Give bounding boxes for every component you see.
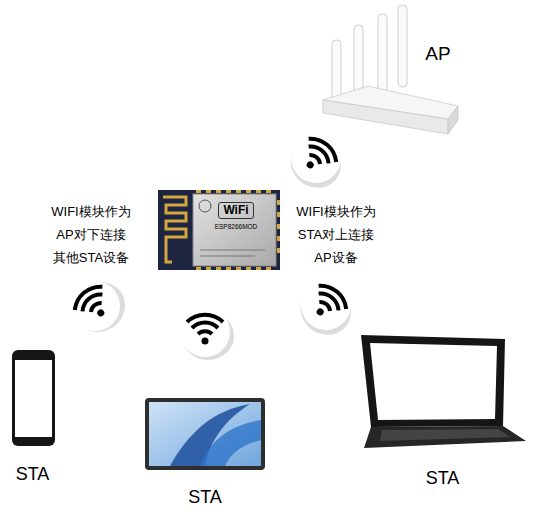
wifi-module-illustration [158, 190, 280, 270]
wifi-module-illustration [193, 194, 276, 266]
device-label: STA [426, 467, 460, 490]
wifi-signal-icon [202, 338, 209, 345]
device-label: STA [16, 463, 50, 486]
wifi-module-illustration [206, 190, 211, 193]
station-laptop: STA [355, 330, 530, 490]
wifi-signal-icon [309, 153, 322, 164]
wifi-module-illustration [196, 190, 201, 193]
wifi-module-illustration [277, 200, 280, 205]
phone-illustration [15, 360, 52, 437]
wifi-module-illustration [216, 267, 221, 270]
router-illustration [378, 14, 387, 92]
wifi-module-illustration [216, 190, 221, 193]
wifi-module-illustration [266, 190, 271, 193]
wifi-module: WiFiESP8266MOD [158, 190, 280, 270]
tablet-illustration [149, 402, 261, 466]
wifi-module-illustration [246, 267, 251, 270]
wifi-module-illustration [256, 267, 261, 270]
router-illustration [323, 100, 448, 134]
wifi-signal-icon [291, 270, 361, 340]
node-text-group: WiFiESP8266MOD [198, 202, 274, 231]
wifi-module-illustration [236, 190, 241, 193]
node-text-group: STA [5, 463, 60, 486]
wifi-module-illustration [226, 267, 231, 270]
router-illustration [323, 5, 458, 134]
wifi-module-illustration [199, 200, 211, 212]
router-illustration [354, 25, 363, 95]
wifi-module-illustration [236, 267, 241, 270]
tablet-illustration [145, 398, 265, 470]
wifi-module-illustration [256, 190, 261, 193]
tablet-illustration [145, 398, 265, 470]
wifi-signal-icon [192, 322, 218, 328]
laptop-illustration [370, 343, 497, 420]
wifi-module-illustration [246, 190, 251, 193]
wifi-signal-icon [180, 307, 230, 357]
wifi-signal-icon [180, 307, 234, 360]
wifi-signal-icon [305, 160, 315, 170]
router-illustration [448, 106, 458, 134]
wifi-signal-icon [279, 123, 354, 198]
module-model: ESP8266MOD [215, 223, 258, 231]
wifi-module-illustration [200, 256, 255, 257]
phone-illustration [12, 350, 55, 446]
wifi-signal-icon [319, 280, 351, 309]
module-logo: WiFi [218, 202, 253, 219]
wifi-module-illustration [196, 267, 201, 270]
access-point-router: AP [318, 0, 463, 140]
laptop-illustration [361, 335, 505, 427]
station-tablet: STA [140, 395, 270, 510]
wifi-signal-icon [198, 331, 212, 334]
device-label: AP [425, 42, 450, 66]
laptop-illustration [380, 429, 510, 441]
wifi-signal-icon [319, 300, 332, 311]
role-note: WIFI模块作为 AP对下连接 其他STA设备 [30, 200, 152, 269]
node-text-group: STA [355, 467, 530, 490]
wifi-module-illustration [200, 250, 265, 251]
laptop-illustration [364, 426, 526, 448]
tablet-illustration [200, 420, 261, 466]
phone-illustration [12, 350, 55, 446]
laptop-illustration [361, 335, 526, 448]
wifi-signal-icon [96, 308, 106, 318]
node-text-group: STA [140, 486, 270, 509]
wifi-module-illustration [266, 267, 271, 270]
wifi-signal-icon [60, 271, 130, 341]
wifi-module-illustration [206, 267, 211, 270]
wifi-module-illustration [277, 224, 280, 229]
wifi-module-illustration [277, 236, 280, 241]
wifi-signal-icon [309, 133, 341, 162]
wifi-signal-icon [289, 270, 364, 345]
wifi-module-illustration [163, 197, 186, 262]
wifi-module-illustration [277, 248, 280, 253]
wifi-signal-icon [70, 281, 102, 310]
wifi-module-illustration [158, 190, 280, 270]
wifi-module-illustration [196, 190, 280, 270]
wifi-module-illustration [226, 190, 231, 193]
wifi-signal-icon [315, 307, 325, 317]
router-illustration [398, 5, 407, 87]
wifi-signal-icon [281, 123, 351, 193]
wifi-signal-icon [187, 315, 223, 322]
device-label: STA [188, 486, 222, 509]
role-note: WIFI模块作为 STA对上连接 AP设备 [285, 200, 387, 269]
wifi-signal-icon [60, 268, 135, 343]
node-text-group: AP [416, 42, 460, 66]
wifi-signal-icon [89, 301, 102, 312]
wifi-module-illustration [277, 212, 280, 217]
router-illustration [332, 40, 341, 102]
station-phone: STA [5, 345, 60, 490]
